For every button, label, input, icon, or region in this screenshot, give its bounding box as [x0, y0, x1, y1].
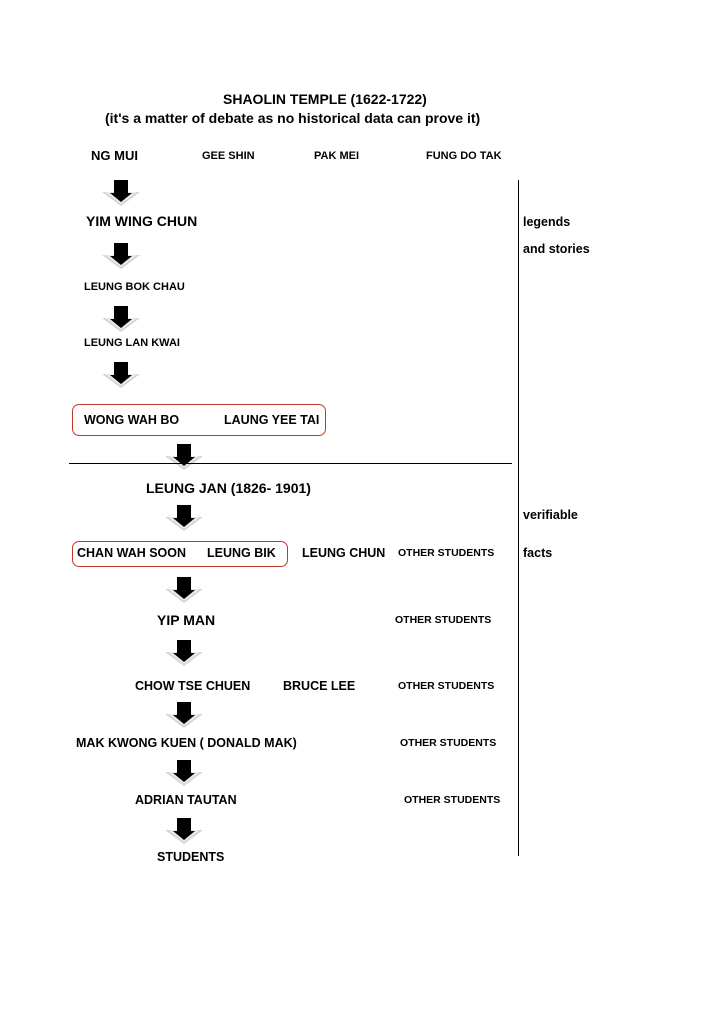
node-other-students: OTHER STUDENTS: [400, 737, 497, 749]
chart-subtitle: (it's a matter of debate as no historica…: [105, 110, 481, 126]
node-other-students: OTHER STUDENTS: [398, 680, 495, 692]
node-yip-man: YIP MAN: [157, 612, 216, 628]
node-pak-mei: PAK MEI: [314, 150, 360, 162]
side-label-facts: facts: [523, 546, 553, 560]
down-arrow-icon: [164, 444, 204, 470]
node-chan-wah-soon: CHAN WAH SOON: [77, 546, 187, 560]
node-leung-bik: LEUNG BIK: [207, 546, 276, 560]
side-label-legends: legends: [523, 215, 571, 229]
highlight-box-chan-wah-soon: [72, 541, 288, 567]
node-ng-mui: NG MUI: [91, 148, 138, 163]
node-gee-shin: GEE SHIN: [202, 150, 255, 162]
node-other-students: OTHER STUDENTS: [395, 614, 492, 626]
down-arrow-icon: [164, 702, 204, 728]
side-label-verifiable: verifiable: [523, 508, 578, 522]
node-fung-do-tak: FUNG DO TAK: [426, 150, 502, 162]
node-adrian-tautan: ADRIAN TAUTAN: [135, 793, 237, 807]
node-leung-chun: LEUNG CHUN: [302, 546, 386, 560]
node-students: STUDENTS: [157, 850, 225, 864]
node-leung-bok-chau: LEUNG BOK CHAU: [84, 281, 185, 293]
down-arrow-icon: [164, 577, 204, 603]
chart-title: SHAOLIN TEMPLE (1622-1722): [223, 91, 427, 107]
node-mak-kwong-kuen: MAK KWONG KUEN ( DONALD MAK): [76, 736, 297, 750]
down-arrow-icon: [101, 180, 141, 206]
down-arrow-icon: [101, 362, 141, 388]
node-yim-wing-chun: YIM WING CHUN: [86, 213, 198, 229]
node-wong-wah-bo: WONG WAH BO: [84, 413, 180, 427]
node-bruce-lee: BRUCE LEE: [283, 679, 356, 693]
node-chow-tse-chuen: CHOW TSE CHUEN: [135, 679, 251, 693]
node-other-students: OTHER STUDENTS: [398, 547, 495, 559]
side-label-and-stories: and stories: [523, 242, 590, 256]
down-arrow-icon: [164, 818, 204, 844]
down-arrow-icon: [164, 505, 204, 531]
side-vertical-line: [518, 180, 519, 856]
node-other-students: OTHER STUDENTS: [404, 794, 501, 806]
down-arrow-icon: [101, 306, 141, 332]
highlight-box-wong-wah-bo: [72, 404, 326, 436]
node-leung-jan: LEUNG JAN (1826- 1901): [146, 480, 311, 496]
era-divider-line: [69, 463, 512, 464]
down-arrow-icon: [164, 760, 204, 786]
down-arrow-icon: [101, 243, 141, 269]
node-leung-lan-kwai: LEUNG LAN KWAI: [84, 337, 180, 349]
down-arrow-icon: [164, 640, 204, 666]
node-laung-yee-tai: LAUNG YEE TAI: [224, 413, 320, 427]
